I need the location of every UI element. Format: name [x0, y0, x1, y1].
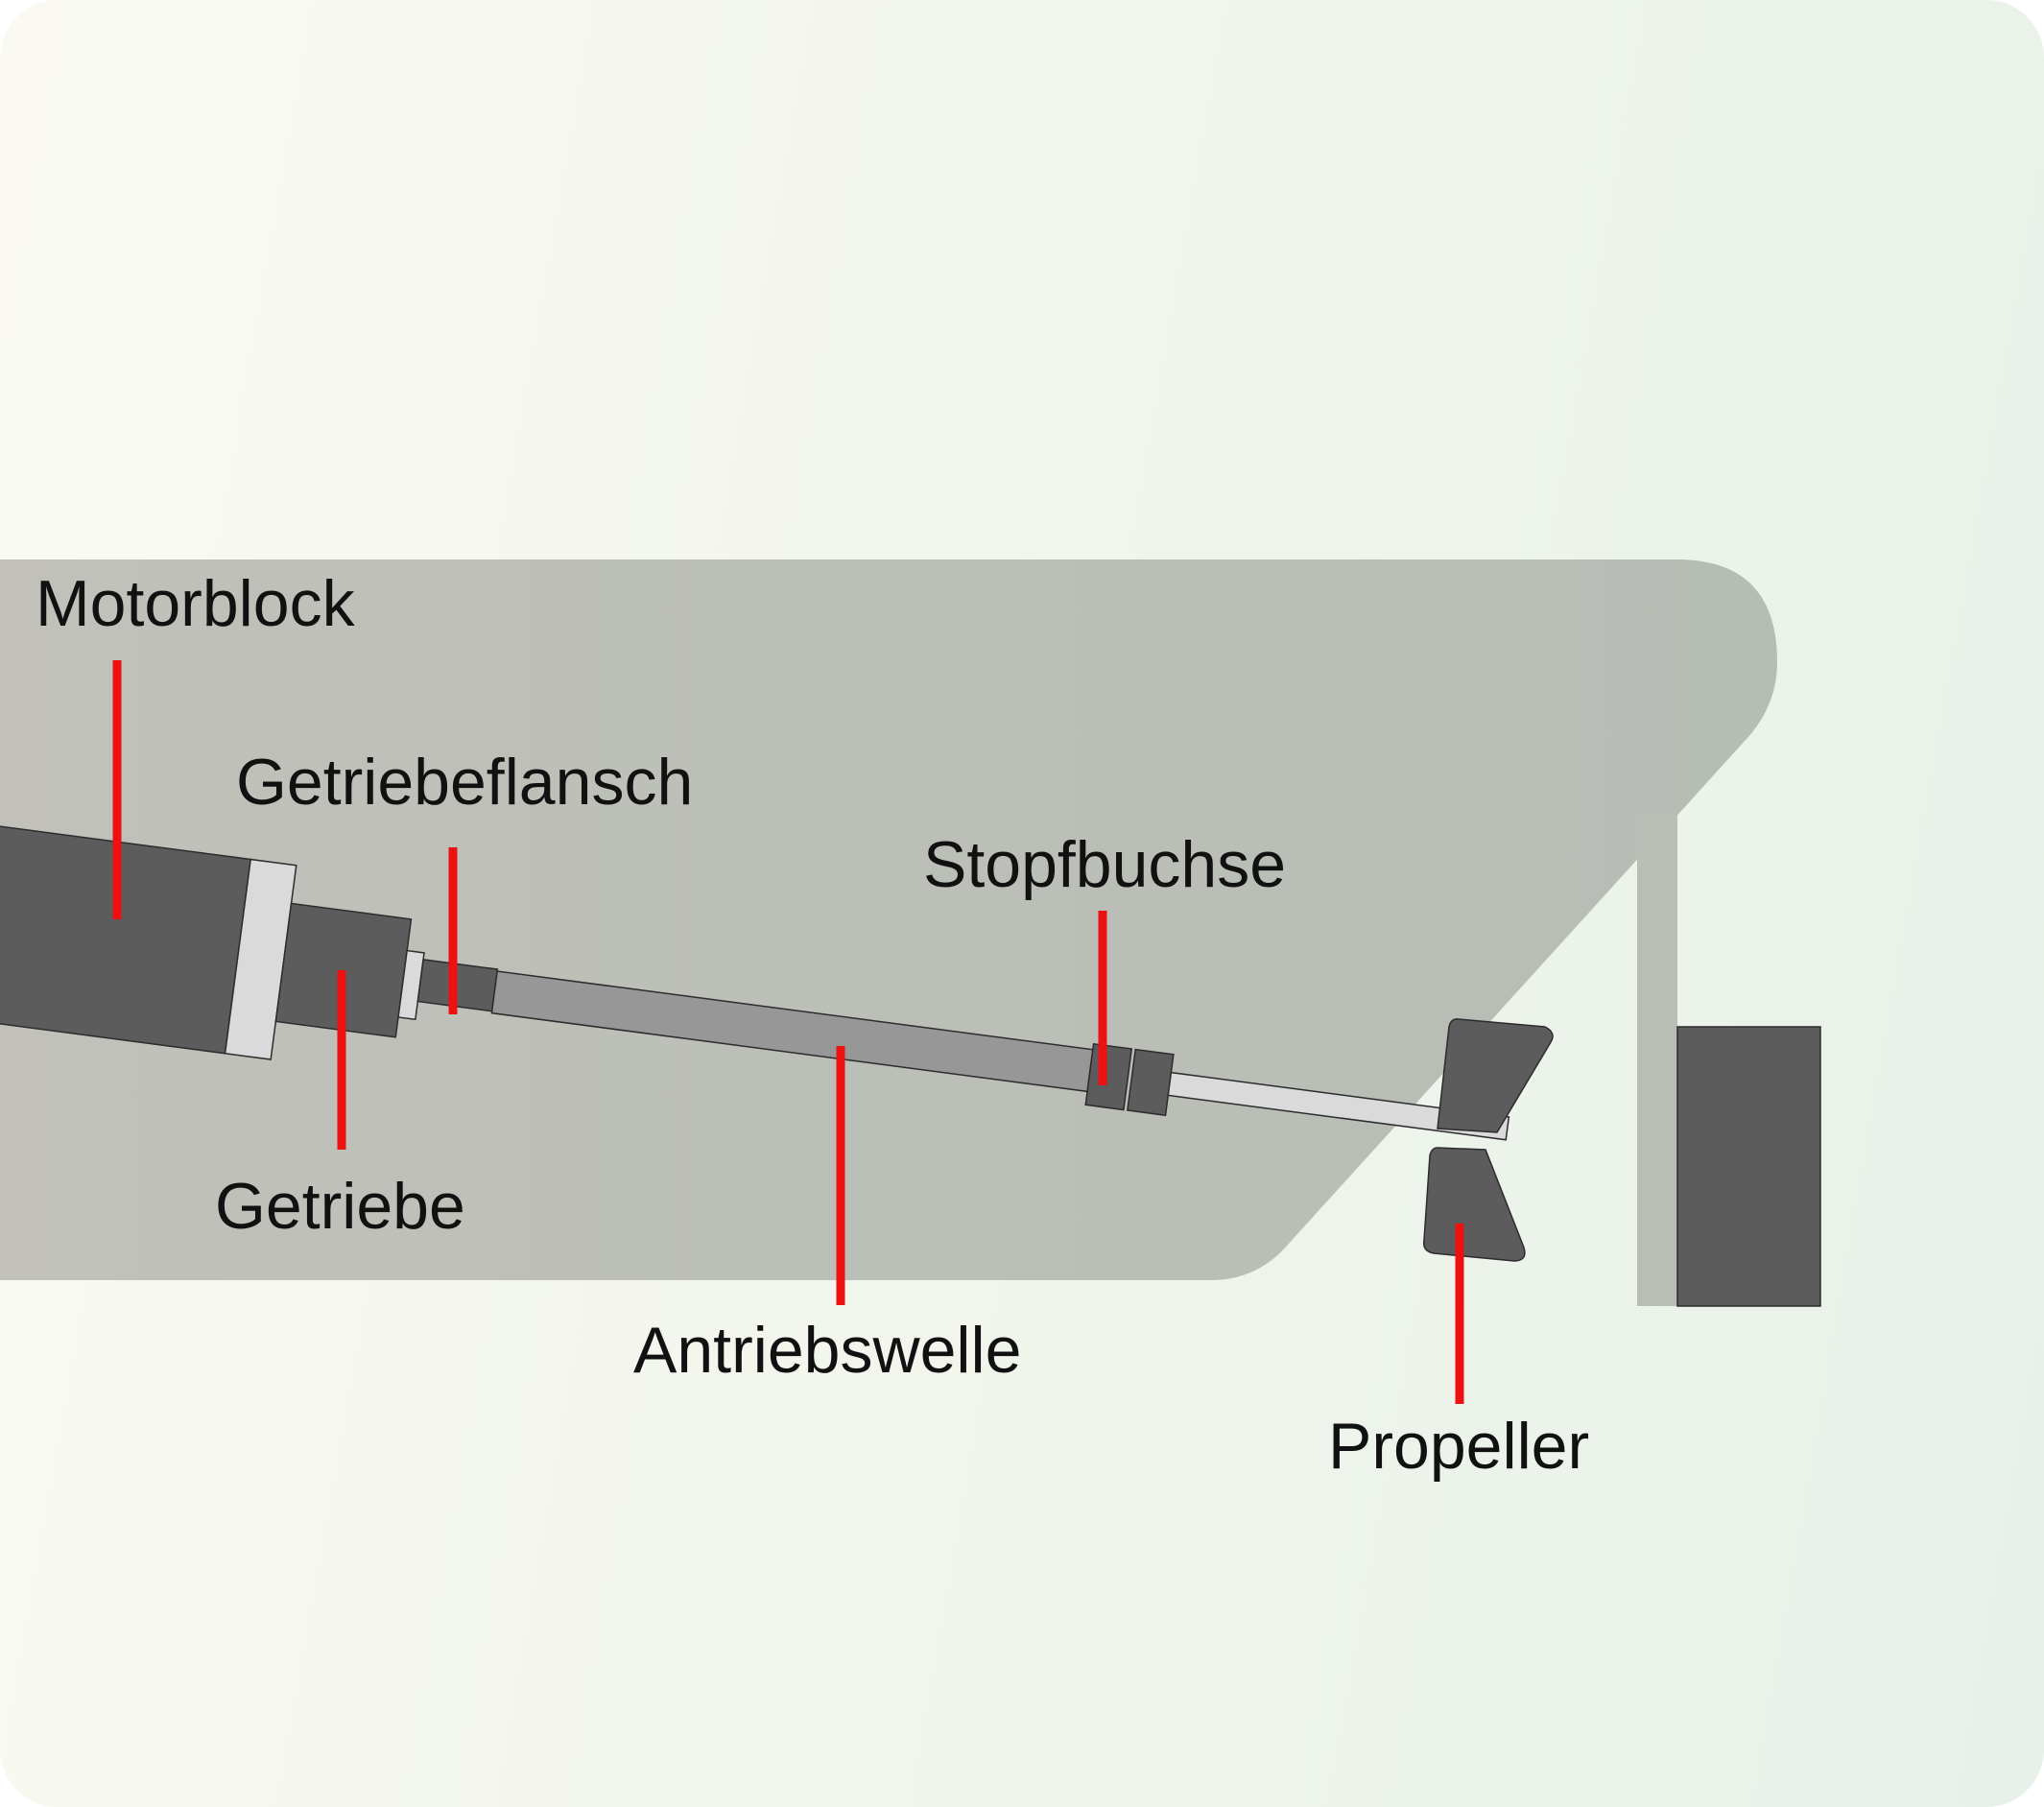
engine-block-body — [0, 821, 252, 1055]
stuffing-box-part-a — [1084, 1042, 1133, 1111]
rudder — [1676, 1026, 1821, 1307]
propeller-blade-upper — [1437, 1018, 1554, 1133]
gearbox-flange-part — [416, 959, 499, 1012]
label-gearbox-flange: Getriebeflansch — [236, 746, 694, 819]
label-engine-block: Motorblock — [36, 567, 355, 640]
label-propeller: Propeller — [1328, 1410, 1590, 1483]
label-drive-shaft: Antriebswelle — [633, 1314, 1022, 1387]
stuffing-box-part-b — [1127, 1048, 1175, 1117]
rudder-post — [1637, 813, 1677, 1306]
leader-lines — [112, 660, 1464, 1404]
propeller-shaft — [1167, 1071, 1510, 1141]
propeller-blade-lower — [1422, 1147, 1526, 1262]
drivetrain — [0, 821, 1510, 1141]
label-stuffing-box: Stopfbuchse — [923, 828, 1287, 901]
label-gearbox: Getriebe — [215, 1170, 465, 1243]
